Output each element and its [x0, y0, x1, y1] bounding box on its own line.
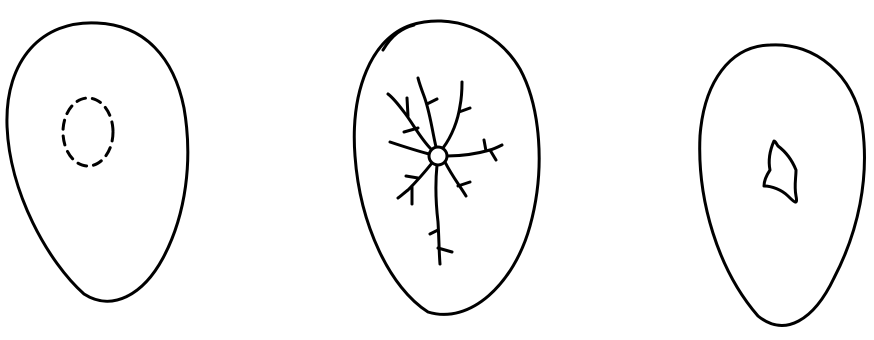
crack-branch [407, 98, 408, 116]
crack-branch [445, 162, 466, 196]
small-hole [764, 141, 797, 202]
panel-1 [7, 23, 188, 301]
crack-branch [390, 142, 429, 154]
dashed-oval [63, 98, 113, 166]
crack-branch [427, 99, 437, 104]
panel-3 [700, 45, 865, 326]
crack-branch [484, 140, 486, 151]
panel-2 [354, 21, 539, 314]
crack-branch [490, 150, 496, 160]
crack-branch [458, 182, 470, 186]
crack-branch [398, 163, 432, 198]
egg-outline-3 [700, 45, 865, 326]
crack-branch [443, 82, 462, 148]
crack-branch [430, 230, 438, 234]
crack-branch [406, 176, 418, 178]
star-crack [388, 78, 502, 264]
